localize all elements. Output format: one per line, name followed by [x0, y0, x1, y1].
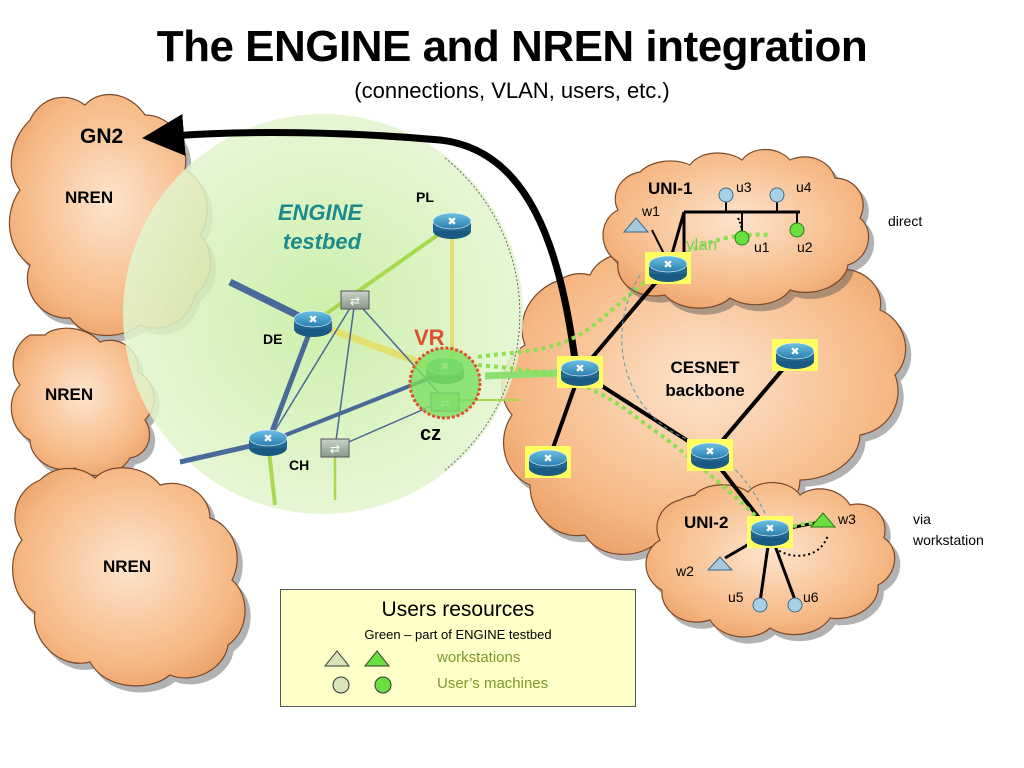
- cesnet-label-line2: backbone: [665, 381, 744, 400]
- u6-label: u6: [803, 589, 819, 605]
- router-cesnet-b-icon: ✖: [525, 446, 571, 478]
- legend-box: Users resources Green – part of ENGINE t…: [280, 589, 636, 707]
- cloud-uni2: [645, 481, 896, 638]
- machine-u1-icon: [734, 230, 750, 246]
- svg-text:⇄: ⇄: [330, 442, 340, 456]
- svg-text:✖: ✖: [447, 215, 456, 228]
- w1-label: w1: [641, 203, 660, 219]
- svg-text:⇄: ⇄: [350, 294, 360, 308]
- u1-label: u1: [754, 239, 770, 255]
- cz-label: cz: [420, 423, 441, 445]
- cesnet-label-line1: CESNET: [671, 358, 741, 377]
- legend-subtitle: Green – part of ENGINE testbed: [364, 627, 552, 642]
- nren-label-middle: NREN: [45, 385, 93, 404]
- machine-u4-icon: [769, 187, 785, 203]
- router-de-icon: ✖: [293, 310, 333, 337]
- legend-symbols: [323, 650, 392, 694]
- router-uni1-icon: ✖: [645, 252, 691, 284]
- w2-label: w2: [675, 563, 694, 579]
- router-cesnet-a-icon: ✖: [772, 339, 818, 371]
- svg-text:✖: ✖: [575, 362, 584, 375]
- testbed-title-line2: testbed: [283, 229, 362, 254]
- workstation-w3-icon: [809, 512, 837, 528]
- machine-u6-icon: [787, 597, 803, 613]
- machine-u5-icon: [752, 597, 768, 613]
- cloud-nren-bottom: [12, 467, 246, 687]
- vlan-label: vlan: [686, 235, 717, 254]
- svg-text:✖: ✖: [705, 445, 714, 458]
- w3-label: w3: [837, 511, 856, 527]
- machine-u3-icon: [718, 187, 734, 203]
- legend-workstation-plain-icon: [323, 650, 351, 667]
- workstation-w1-icon: [622, 217, 650, 233]
- u3-label: u3: [736, 179, 752, 195]
- machine-u2-icon: [789, 222, 805, 238]
- cloud-nren-middle: [10, 327, 155, 477]
- legend-machines-label: User’s machines: [437, 675, 549, 692]
- page-subtitle: (connections, VLAN, users, etc.): [354, 78, 670, 103]
- router-ch-icon: ✖: [248, 429, 288, 456]
- router-cesnet-core-icon: ✖: [557, 356, 603, 388]
- nren-label-top: NREN: [65, 188, 113, 207]
- pl-label: PL: [416, 189, 434, 205]
- svg-text:✖: ✖: [543, 452, 552, 465]
- legend-workstations-label: workstations: [437, 649, 521, 666]
- svg-text:✖: ✖: [663, 258, 672, 271]
- svg-text:✖: ✖: [790, 345, 799, 358]
- switch-ch-icon: ⇄: [320, 438, 350, 458]
- page-title: The ENGINE and NREN integration: [156, 22, 868, 71]
- ch-label: CH: [289, 457, 309, 473]
- router-cesnet-c-icon: ✖: [687, 439, 733, 471]
- router-uni2-icon: ✖: [747, 516, 793, 548]
- svg-text:✖: ✖: [765, 522, 774, 535]
- switch-de-icon: ⇄: [340, 290, 370, 310]
- end-devices: [622, 187, 837, 613]
- testbed-title-line1: ENGINE: [278, 200, 364, 225]
- legend-machine-plain-icon: [332, 676, 350, 694]
- uni1-label: UNI-1: [648, 179, 692, 198]
- via-label-line1: via: [913, 511, 931, 527]
- vr-label: VR: [414, 325, 445, 350]
- svg-text:✖: ✖: [263, 432, 272, 445]
- via-label-line2: workstation: [912, 532, 984, 548]
- router-pl-icon: ✖: [432, 212, 472, 239]
- u4-label: u4: [796, 179, 812, 195]
- u5-label: u5: [728, 589, 744, 605]
- vlan-thin-path: [621, 274, 771, 526]
- de-label: DE: [263, 331, 282, 347]
- svg-text:✖: ✖: [308, 313, 317, 326]
- vr-node: [408, 346, 482, 420]
- nren-label-bottom: NREN: [103, 557, 151, 576]
- uni2-label: UNI-2: [684, 513, 728, 532]
- gn2-label: GN2: [80, 125, 123, 148]
- workstation-w2-icon: [706, 556, 734, 571]
- u2-label: u2: [797, 239, 813, 255]
- legend-title: Users resources: [381, 598, 535, 621]
- legend-machine-green-icon: [374, 676, 392, 694]
- legend-workstation-green-icon: [363, 650, 391, 667]
- direct-label: direct: [888, 213, 922, 229]
